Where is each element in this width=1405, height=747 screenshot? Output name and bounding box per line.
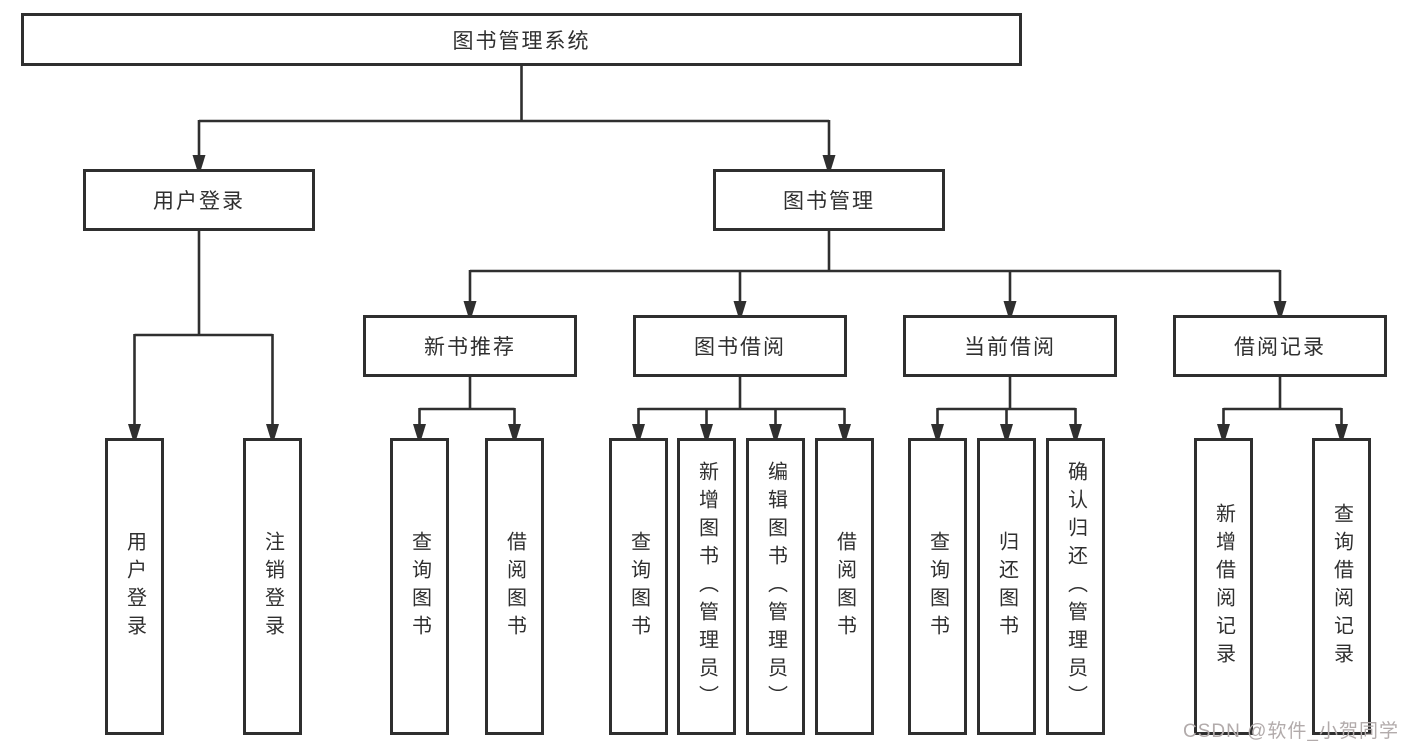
leaf-borrow-book: 借阅图书 bbox=[815, 438, 874, 735]
leaf-label: 注销登录 bbox=[261, 530, 284, 643]
node-label: 图书借阅 bbox=[694, 336, 786, 359]
node-root-system: 图书管理系统 bbox=[21, 13, 1022, 66]
node-label: 新书推荐 bbox=[424, 336, 516, 359]
leaf-return-book: 归还图书 bbox=[977, 438, 1036, 735]
leaf-add-book-admin: 新增图书（管理员） bbox=[677, 438, 736, 735]
leaf-logout: 注销登录 bbox=[243, 438, 302, 735]
leaf-label: 新增图书（管理员） bbox=[695, 460, 718, 713]
csdn-watermark: CSDN @软件_小贺同学 bbox=[1183, 721, 1399, 742]
leaf-label: 确认归还（管理员） bbox=[1064, 460, 1087, 713]
leaf-label: 查询图书 bbox=[926, 530, 949, 643]
leaf-add-borrow-record: 新增借阅记录 bbox=[1194, 438, 1253, 735]
node-label: 借阅记录 bbox=[1234, 336, 1326, 359]
leaf-user-login: 用户登录 bbox=[105, 438, 164, 735]
leaf-edit-book-admin: 编辑图书（管理员） bbox=[746, 438, 805, 735]
node-current-borrow: 当前借阅 bbox=[903, 315, 1117, 377]
leaf-confirm-return-admin: 确认归还（管理员） bbox=[1046, 438, 1105, 735]
leaf-label: 借阅图书 bbox=[503, 530, 526, 643]
leaf-label: 归还图书 bbox=[995, 530, 1018, 643]
node-label: 用户登录 bbox=[153, 190, 245, 213]
leaf-borrow-book-recommend: 借阅图书 bbox=[485, 438, 544, 735]
leaf-label: 用户登录 bbox=[123, 530, 146, 643]
leaf-label: 查询图书 bbox=[408, 530, 431, 643]
leaf-label: 查询借阅记录 bbox=[1330, 502, 1353, 671]
node-new-book-recommend: 新书推荐 bbox=[363, 315, 577, 377]
leaf-query-book-recommend: 查询图书 bbox=[390, 438, 449, 735]
node-user-login: 用户登录 bbox=[83, 169, 315, 231]
node-book-borrow: 图书借阅 bbox=[633, 315, 847, 377]
leaf-query-borrow-record: 查询借阅记录 bbox=[1312, 438, 1371, 735]
node-borrow-record: 借阅记录 bbox=[1173, 315, 1387, 377]
node-label: 图书管理 bbox=[783, 190, 875, 213]
node-book-management: 图书管理 bbox=[713, 169, 945, 231]
node-label: 图书管理系统 bbox=[452, 29, 591, 53]
node-label: 当前借阅 bbox=[964, 336, 1056, 359]
leaf-label: 编辑图书（管理员） bbox=[764, 460, 787, 713]
leaf-label: 借阅图书 bbox=[833, 530, 856, 643]
leaf-query-book-borrow: 查询图书 bbox=[609, 438, 668, 735]
leaf-query-book-current: 查询图书 bbox=[908, 438, 967, 735]
leaf-label: 新增借阅记录 bbox=[1212, 502, 1235, 671]
leaf-label: 查询图书 bbox=[627, 530, 650, 643]
